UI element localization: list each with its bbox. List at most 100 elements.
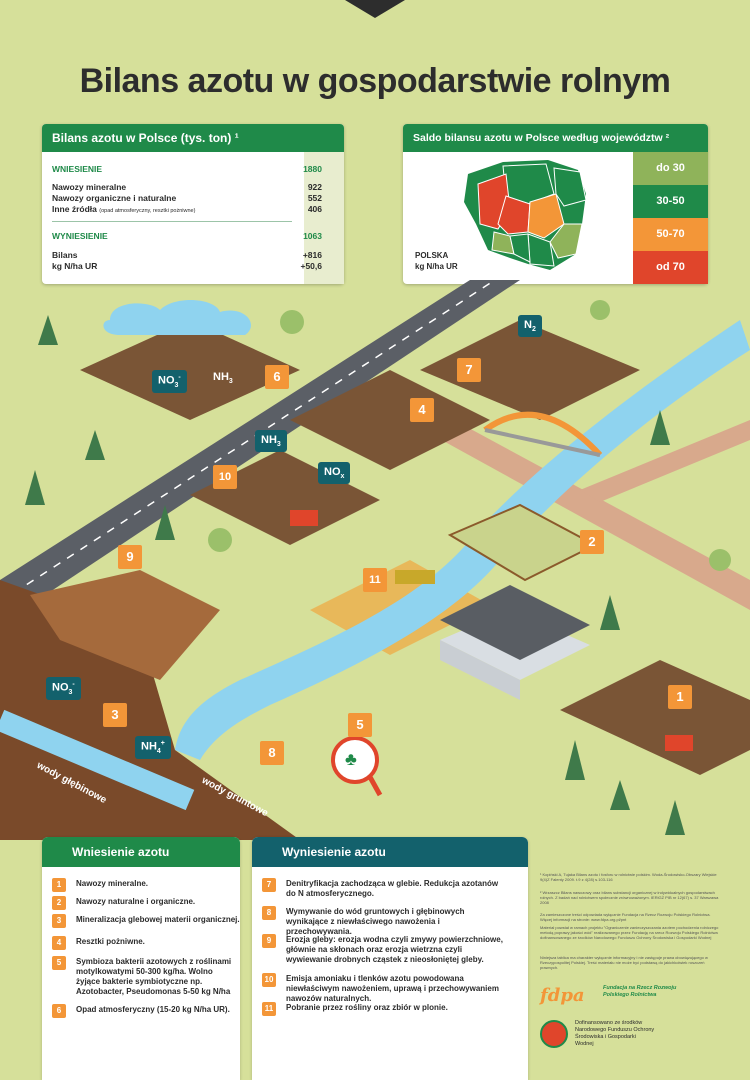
outflow-text-7: Denitryfikacja zachodząca w glebie. Redu… [286, 879, 499, 898]
rain-cloud [103, 300, 251, 335]
nfos-logo [540, 1020, 568, 1048]
row-mineral-value: 922 [307, 182, 322, 192]
map-unit-label: kg N/ha UR [415, 262, 458, 271]
badge-11: 11 [363, 568, 387, 592]
row-mineral-label: Nawozy mineralne [52, 182, 127, 192]
row-organic-label: Nawozy organiczne i naturalne [52, 193, 177, 203]
poland-map [464, 160, 587, 270]
balance-card: Bilans azotu w Polsce (tys. ton) ¹ WNIES… [42, 124, 344, 284]
outflow-text-11: Pobranie przez rośliny oraz zbiór w plon… [286, 1003, 448, 1012]
row-other-label: Inne źródła (opad atmosferyczny, resztki… [52, 204, 195, 214]
inflow-text-1: Nawozy mineralne. [76, 879, 149, 888]
chem-n2-sub: 2 [531, 326, 536, 334]
field-6 [80, 320, 300, 420]
inflow-num-3: 3 [52, 914, 66, 928]
chem-nh3-mid-text: NH [261, 434, 277, 446]
field-7 [420, 320, 640, 420]
balance-value: +816 [302, 250, 322, 260]
road [0, 280, 520, 625]
field-4 [290, 370, 490, 470]
balance-label: Bilans [52, 250, 78, 260]
magnifier [331, 736, 379, 784]
badge-3: 3 [103, 703, 127, 727]
nfos-name: Dofinansowano ze środków Narodowego Fund… [575, 1020, 655, 1047]
inflow-text-5: Symbioza bakterii azotowych z roślinami … [76, 957, 232, 996]
row-other-note: (opad atmosferyczny, resztki pożniwne) [99, 208, 196, 214]
tractor-1 [665, 735, 693, 751]
badge-1: 1 [668, 685, 692, 709]
outflow-num-10: 10 [262, 973, 276, 987]
tractor-10 [290, 510, 318, 526]
row-organic-value: 552 [307, 193, 322, 203]
outflow-text-10: Emisja amoniaku i tlenków azotu powodowa… [286, 974, 499, 1003]
chem-no3-low-sup: - [72, 681, 75, 688]
trees [25, 315, 685, 835]
chem-nox-sub: x [340, 473, 345, 481]
inflow-num-6: 6 [52, 1004, 66, 1018]
inflow-value: 1880 [303, 164, 322, 174]
chem-nh4-text: NH [141, 740, 157, 753]
legend-do-30: do 30 [633, 152, 708, 185]
map-card-title: Saldo bilansu azotu w Polsce według woje… [403, 124, 708, 152]
badge-7: 7 [457, 358, 481, 382]
chem-no3-low: NO3- [46, 677, 81, 700]
per-ha-label: kg N/ha UR [52, 261, 98, 271]
chem-no3-low-text: NO [52, 681, 69, 694]
outflow-label: WYNIESIENIE [52, 231, 108, 241]
chem-no3-low-sub: 3 [68, 688, 73, 696]
chem-nox-text: NO [324, 466, 341, 478]
chem-nox: NOx [318, 462, 351, 485]
badge-9: 9 [118, 545, 142, 569]
map-country-label: POLSKA [415, 251, 449, 260]
inflow-num-2: 2 [52, 896, 66, 910]
chem-n2: N2 [518, 315, 542, 338]
chem-nh4-sub: 4 [156, 747, 161, 755]
inflow-num-1: 1 [52, 878, 66, 892]
inflow-num-4: 4 [52, 936, 66, 950]
outflow-num-9: 9 [262, 934, 276, 948]
legend-od-70: od 70 [633, 251, 708, 284]
chem-nh3-top-sub: 3 [228, 378, 233, 386]
fdpa-logo: fdpa [540, 985, 585, 1006]
outflow-num-8: 8 [262, 906, 276, 920]
inflow-label: WNIESIENIE [52, 164, 103, 174]
badge-2: 2 [580, 530, 604, 554]
outflow-value: 1063 [303, 231, 322, 241]
footnote-1: ¹ Kopiński A, Tujaka Bilans azotu i fosf… [540, 872, 717, 882]
outflow-title: Wyniesienie azotu [252, 837, 528, 867]
outflow-text-8: Wymywanie do wód gruntowych i głębinowyc… [286, 907, 465, 936]
legend-50-70: 50-70 [633, 218, 708, 251]
top-notch [345, 0, 405, 18]
river [175, 320, 750, 760]
footnote-4: Materiał powstał w ramach projektu "Ogra… [540, 925, 719, 940]
chem-no3-top-text: NO [158, 374, 175, 387]
harvester [395, 570, 435, 584]
bridge [483, 411, 603, 458]
chem-nh3-mid: NH3 [255, 430, 287, 453]
per-ha-value: +50,6 [300, 261, 322, 271]
chem-no3-top-sub: 3 [174, 381, 179, 389]
farm-scene: ♣ [0, 280, 750, 840]
chem-nh4-sup: + [160, 740, 165, 747]
field-10 [190, 450, 380, 545]
outflow-text-9: Erozja gleby: erozja wodna czyli zmywy p… [286, 935, 503, 964]
chem-nh3-mid-sub: 3 [276, 441, 281, 449]
row-other-value: 406 [307, 204, 322, 214]
chem-nh3-top: NH3 [207, 367, 239, 389]
field-1 [560, 660, 750, 775]
chem-nh4: NH4+ [135, 736, 171, 759]
inflow-num-5: 5 [52, 956, 66, 970]
inflow-text-3: Mineralizacja glebowej materii organiczn… [76, 915, 240, 924]
row-other-text: Inne źródła [52, 204, 97, 214]
page-title: Bilans azotu w gospodarstwie rolnym [79, 62, 671, 100]
badge-5: 5 [348, 713, 372, 737]
chem-no3-top: NO3- [152, 370, 187, 393]
fdpa-name: Fundacja na Rzecz Rozwoju Polskiego Roln… [603, 985, 677, 998]
clover-icon: ♣ [345, 749, 357, 769]
footnote-5: Niniejsza tablica ma charakter wyłącznie… [540, 955, 708, 970]
chem-nh3-top-text: NH [213, 371, 229, 383]
badge-8: 8 [260, 741, 284, 765]
inflow-text-2: Nawozy naturalne i organiczne. [76, 897, 196, 906]
legend-30-50: 30-50 [633, 185, 708, 218]
